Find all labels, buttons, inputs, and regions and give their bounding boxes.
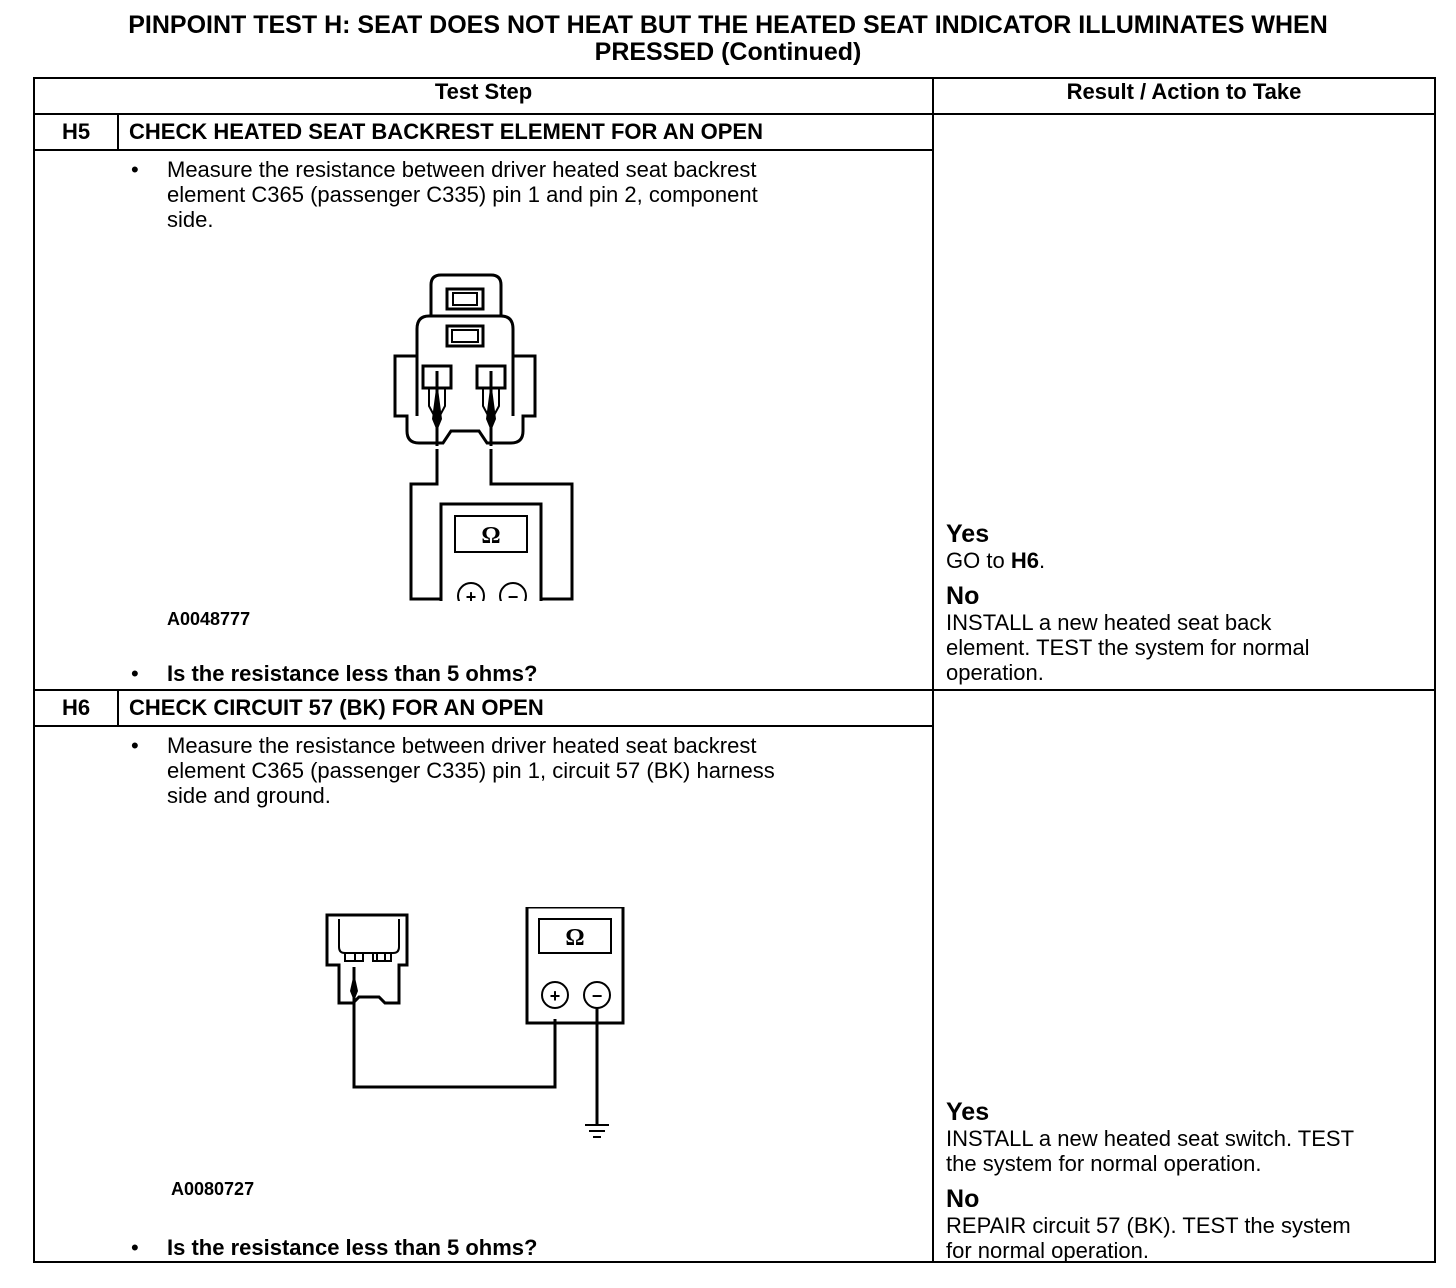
yes-text-line: INSTALL a new heated seat switch. TEST bbox=[946, 1126, 1355, 1151]
result-block: Yes INSTALL a new heated seat switch. TE… bbox=[946, 1098, 1424, 1264]
plus-terminal: + bbox=[550, 986, 561, 1006]
minus-terminal: − bbox=[592, 986, 603, 1006]
no-text-line: for normal operation. bbox=[946, 1238, 1150, 1263]
step-h6-body: • Measure the resistance between driver … bbox=[32, 725, 935, 1263]
step-h6-result: Yes INSTALL a new heated seat switch. TE… bbox=[932, 689, 1437, 1264]
step-title: CHECK HEATED SEAT BACKREST ELEMENT FOR A… bbox=[116, 113, 935, 151]
step-h5-result: Yes GO to H6. No INSTALL a new heated se… bbox=[932, 113, 1437, 691]
step-h6-body-row: • Measure the resistance between driver … bbox=[32, 725, 1435, 1263]
bullet: • bbox=[131, 661, 139, 686]
table-header-row: Test Step Result / Action to Take bbox=[32, 77, 1437, 115]
step-id: H5 bbox=[33, 113, 119, 151]
step-h5-body-row: • Measure the resistance between driver … bbox=[32, 149, 1435, 691]
pinpoint-table: Test Step Result / Action to Take H5 CHE… bbox=[32, 77, 1437, 1263]
step-title: CHECK CIRCUIT 57 (BK) FOR AN OPEN bbox=[116, 689, 935, 727]
step-h5-body: • Measure the resistance between driver … bbox=[32, 149, 935, 691]
no-text-line: operation. bbox=[946, 660, 1044, 685]
yes-label: Yes bbox=[946, 1098, 990, 1126]
no-label: No bbox=[946, 582, 980, 610]
no-text-line: element. TEST the system for normal bbox=[946, 635, 1310, 660]
bullet: • bbox=[131, 733, 139, 758]
page-title: PINPOINT TEST H: SEAT DOES NOT HEAT BUT … bbox=[0, 12, 1456, 66]
step-h6-title-row: H6 CHECK CIRCUIT 57 (BK) FOR AN OPEN Yes… bbox=[33, 689, 1437, 1263]
plus-terminal: + bbox=[466, 587, 477, 601]
header-result: Result / Action to Take bbox=[932, 77, 1437, 115]
yes-label: Yes bbox=[946, 520, 990, 548]
step-instruction: Measure the resistance between driver he… bbox=[167, 157, 758, 232]
header-test-step: Test Step bbox=[32, 77, 935, 115]
figure-id: A0048777 bbox=[167, 609, 251, 629]
step-id: H6 bbox=[33, 689, 119, 727]
title-line-1: PINPOINT TEST H: SEAT DOES NOT HEAT BUT … bbox=[128, 11, 1328, 39]
bullet: • bbox=[131, 157, 139, 182]
figure-id: A0080727 bbox=[171, 1179, 255, 1199]
no-label: No bbox=[946, 1185, 980, 1213]
connector-ohmmeter-diagram: Ω + − bbox=[393, 273, 574, 601]
ohm-symbol: Ω bbox=[481, 523, 500, 549]
step-h5-title-row: H5 CHECK HEATED SEAT BACKREST ELEMENT FO… bbox=[33, 113, 1437, 691]
harness-ground-diagram: Ω + − bbox=[325, 907, 625, 1138]
step-instruction: Measure the resistance between driver he… bbox=[167, 733, 775, 808]
yes-text-line: the system for normal operation. bbox=[946, 1151, 1262, 1176]
minus-terminal: − bbox=[508, 587, 519, 601]
result-block: Yes GO to H6. No INSTALL a new heated se… bbox=[946, 520, 1424, 686]
no-text-line: INSTALL a new heated seat back bbox=[946, 610, 1272, 635]
bullet: • bbox=[131, 1235, 139, 1260]
step-question: Is the resistance less than 5 ohms? bbox=[167, 661, 538, 686]
step-question: Is the resistance less than 5 ohms? bbox=[167, 1235, 538, 1260]
yes-text: GO to H6. bbox=[946, 548, 1046, 573]
title-line-2: PRESSED (Continued) bbox=[594, 38, 862, 66]
no-text-line: REPAIR circuit 57 (BK). TEST the system bbox=[946, 1213, 1351, 1238]
ohm-symbol: Ω bbox=[565, 925, 584, 951]
